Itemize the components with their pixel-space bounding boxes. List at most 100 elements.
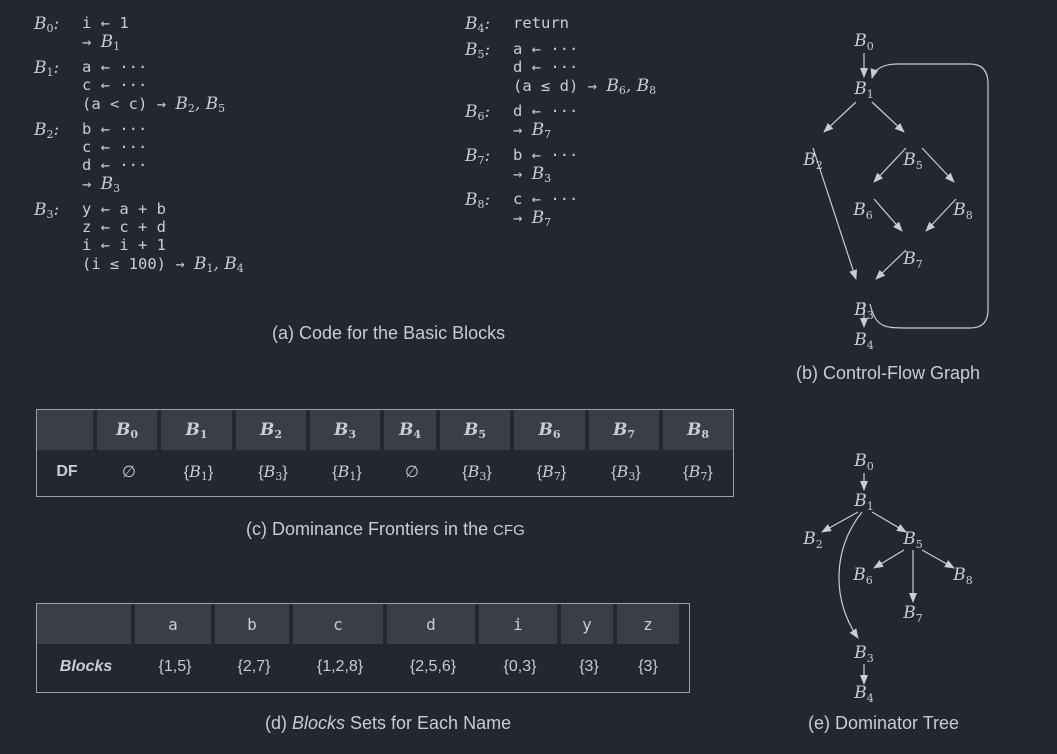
table-cell: {B7} (683, 461, 713, 483)
caption-d-blocks: Blocks (292, 713, 346, 733)
code-text: y ← a + b (82, 200, 166, 218)
table-header-cell: B7 (589, 410, 663, 450)
node-b1: B1 (853, 491, 874, 513)
tree-edge-b5-b8 (921, 549, 955, 569)
node-b8: B8 (952, 565, 973, 587)
table-header-cell: c (293, 604, 387, 644)
edge-b8-b7 (925, 198, 957, 232)
node-b3: B3 (853, 643, 874, 665)
node-b0: B0 (853, 31, 874, 53)
block-label: B1: (34, 58, 60, 79)
block-label: B5: (465, 40, 491, 61)
node-b7: B7 (902, 249, 923, 271)
table-cell: {3} (638, 658, 658, 675)
table-cell: {3} (579, 658, 599, 675)
edge-b5-b8 (921, 147, 955, 183)
table-cell: {B3} (611, 461, 641, 483)
code-text: c ← ··· (82, 76, 148, 94)
block-label: B8: (465, 190, 491, 211)
code-text: (a ≤ d) → B6, B8 (513, 76, 657, 97)
caption-b: (b) Control-Flow Graph (796, 363, 981, 383)
table-header-cell: B3 (310, 410, 384, 450)
code-text: (i ≤ 100) → B1, B4 (82, 254, 244, 275)
code-text: return (513, 14, 569, 32)
table-corner (37, 604, 135, 644)
edge-b3-b1 (869, 63, 989, 329)
table-cell: {2,7} (237, 658, 271, 675)
edge-b6-b7 (873, 198, 903, 232)
code-text: i ← 1 (82, 14, 129, 32)
edge-b5-b6 (873, 147, 907, 183)
node-b1: B1 (853, 79, 874, 101)
table-cell: {B1} (183, 461, 214, 483)
table-header-cell: B8 (663, 410, 733, 450)
code-text: d ← ··· (513, 102, 579, 120)
code-text: a ← ··· (513, 40, 579, 58)
table-header-cell: B1 (161, 410, 236, 450)
caption-d-pre: (d) (265, 713, 292, 733)
table-cell: {0,3} (503, 658, 537, 675)
table-header-cell: a (135, 604, 215, 644)
node-b6: B6 (852, 200, 873, 222)
table-cell: {B3} (258, 461, 288, 483)
edge-b1-b5 (871, 101, 905, 133)
block-label: B0: (34, 14, 60, 35)
table-cell: {1,2,8} (316, 658, 364, 675)
block-label: B4: (465, 14, 491, 35)
table-header-cell: i (479, 604, 561, 644)
table-header-cell: y (561, 604, 617, 644)
table-cell: ∅ (405, 464, 419, 481)
table-cell: ∅ (122, 464, 136, 481)
node-b4: B4 (853, 683, 874, 705)
code-text: → B3 (82, 174, 121, 195)
table-cell: {B1} (332, 461, 362, 483)
table-corner (37, 410, 97, 450)
table-header-cell: B0 (97, 410, 161, 450)
caption-d-post: Sets for Each Name (345, 713, 512, 733)
table-header-cell: d (387, 604, 479, 644)
table-data-row: Blocks{1,5}{2,7}{1,2,8}{2,5,6}{0,3}{3}{3… (37, 644, 689, 690)
block-label: B2: (34, 120, 60, 141)
node-b5: B5 (902, 150, 923, 172)
node-b6: B6 (852, 565, 873, 587)
code-text: → B7 (513, 208, 552, 229)
node-b4: B4 (853, 330, 874, 352)
node-b0: B0 (853, 451, 874, 473)
table-header-cell: z (617, 604, 679, 644)
node-b2: B2 (802, 529, 823, 551)
block-label: B6: (465, 102, 491, 123)
code-text: → B1 (82, 32, 121, 53)
tree-edge-b1-b3 (838, 511, 863, 639)
table-header-cell: B2 (236, 410, 310, 450)
code-text: z ← c + d (82, 218, 166, 236)
node-b8: B8 (952, 200, 973, 222)
block-label: B7: (465, 146, 491, 167)
code-text: b ← ··· (513, 146, 579, 164)
code-text: c ← ··· (513, 190, 579, 208)
table-header-cell: B4 (384, 410, 440, 450)
code-text: i ← i + 1 (82, 236, 166, 254)
table-header-cell: b (215, 604, 293, 644)
block-label: B3: (34, 200, 60, 221)
table-row-label: DF (56, 463, 78, 480)
code-text: → B3 (513, 164, 552, 185)
table-cell: {1,5} (158, 658, 192, 675)
code-text: → B7 (513, 120, 552, 141)
code-text: a ← ··· (82, 58, 148, 76)
tree-edge-b1-b2 (821, 511, 859, 533)
caption-c: (c) Dominance Frontiers in the CFG (246, 519, 525, 540)
code-text: (a < c) → B2, B5 (82, 94, 226, 115)
caption-c-text: (c) Dominance Frontiers in the (246, 519, 494, 539)
caption-a: (a) Code for the Basic Blocks (272, 323, 506, 343)
caption-d: (d) Blocks Sets for Each Name (265, 713, 511, 734)
table-header-cell: B5 (440, 410, 514, 450)
table-row-label: Blocks (59, 658, 113, 675)
code-text: d ← ··· (513, 58, 579, 76)
node-b7: B7 (902, 603, 923, 625)
